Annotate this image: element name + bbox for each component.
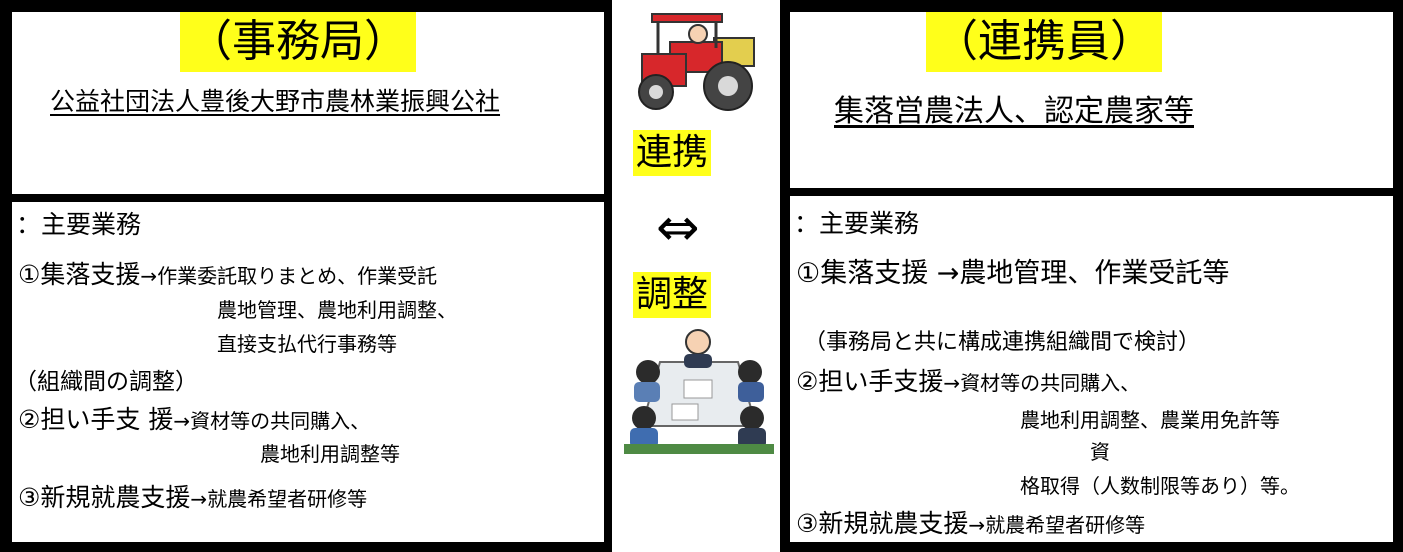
secretariat-panel: （事務局） 公益社団法人豊後大野市農林業振興公社 ：主要業務 ①集落支援→作業委…	[0, 0, 612, 552]
item-desc: 資材等の共同購入、	[190, 409, 371, 433]
bidirectional-arrow-icon: ⇔	[656, 198, 700, 258]
liaison-item-2-line3: 資	[1090, 440, 1110, 464]
secretariat-header: （事務局） 公益社団法人豊後大野市農林業振興公社	[12, 12, 604, 194]
secretariat-duties: ：主要業務 ①集落支援→作業委託取りまとめ、作業受託 農地管理、農地利用調整、 …	[12, 202, 604, 542]
item-desc: 就農希望者研修等	[207, 487, 368, 511]
liaison-duties: ：主要業務 ①集落支援 →農地管理、作業受託等 （事務局と共に構成連携組織間で検…	[790, 196, 1393, 542]
meeting-illustration	[624, 322, 774, 454]
liaison-item-3: ③新規就農支援→就農希望者研修等	[796, 504, 1145, 540]
secretariat-item-1-line3: 直接支払代行事務等	[217, 332, 397, 356]
secretariat-org-name: 公益社団法人豊後大野市農林業振興公社	[50, 87, 501, 116]
liaison-item-2-line2: 農地利用調整、農業用免許等	[1020, 408, 1280, 432]
arrow: →	[968, 513, 986, 537]
tractor-illustration	[622, 8, 772, 118]
item-desc: 就農希望者研修等	[985, 513, 1146, 537]
arrow: →	[943, 371, 961, 395]
liaison-header: （連携員） 集落営農法人、認定農家等	[790, 12, 1393, 188]
arrow: →	[173, 409, 191, 433]
secretariat-item-1-line2: 農地管理、農地利用調整、	[217, 298, 457, 322]
liaison-panel: （連携員） 集落営農法人、認定農家等 ：主要業務 ①集落支援 →農地管理、作業受…	[780, 0, 1403, 552]
secretariat-item-2-line2: 農地利用調整等	[260, 442, 400, 466]
secretariat-item-2: ②担い手支 援→資材等の共同購入、	[18, 400, 370, 436]
item-label: ①集落支援	[796, 258, 937, 289]
liaison-item-1: ①集落支援 →農地管理、作業受託等	[796, 251, 1229, 290]
liaison-item-2-line4: 格取得（人数制限等あり）等。	[1020, 474, 1300, 498]
secretariat-item-1: ①集落支援→作業委託取りまとめ、作業受託	[18, 255, 437, 291]
item-desc: 作業委託取りまとめ、作業受託	[157, 264, 438, 288]
item-label: ③新規就農支援	[796, 509, 969, 538]
item-label: ③新規就農支援	[18, 483, 191, 512]
secretariat-item-3: ③新規就農支援→就農希望者研修等	[18, 478, 367, 514]
liaison-duties-heading: ：主要業務	[794, 209, 920, 238]
item-desc: 農地管理、作業受託等	[959, 258, 1230, 289]
arrow: →	[140, 264, 158, 288]
liaison-title: （連携員）	[926, 12, 1162, 72]
liaison-item-2: ②担い手支援→資材等の共同購入、	[796, 362, 1140, 398]
link-label: 連携	[633, 130, 712, 176]
secretariat-title: （事務局）	[180, 12, 416, 72]
item-desc: 資材等の共同購入、	[960, 371, 1141, 395]
secretariat-coordination-note: （組織間の調整）	[14, 369, 198, 395]
secretariat-duties-heading: ：主要業務	[16, 210, 142, 239]
liaison-org-name: 集落営農法人、認定農家等	[834, 94, 1194, 129]
item-label: ②担い手支援	[796, 367, 944, 396]
liaison-joint-review-note: （事務局と共に構成連携組織間で検討）	[804, 330, 1201, 355]
coordination-label: 調整	[633, 272, 712, 318]
item-label: ②担い手支 援	[18, 405, 174, 434]
arrow: →	[190, 487, 208, 511]
item-label: ①集落支援	[18, 260, 141, 289]
arrow: →	[936, 258, 960, 289]
